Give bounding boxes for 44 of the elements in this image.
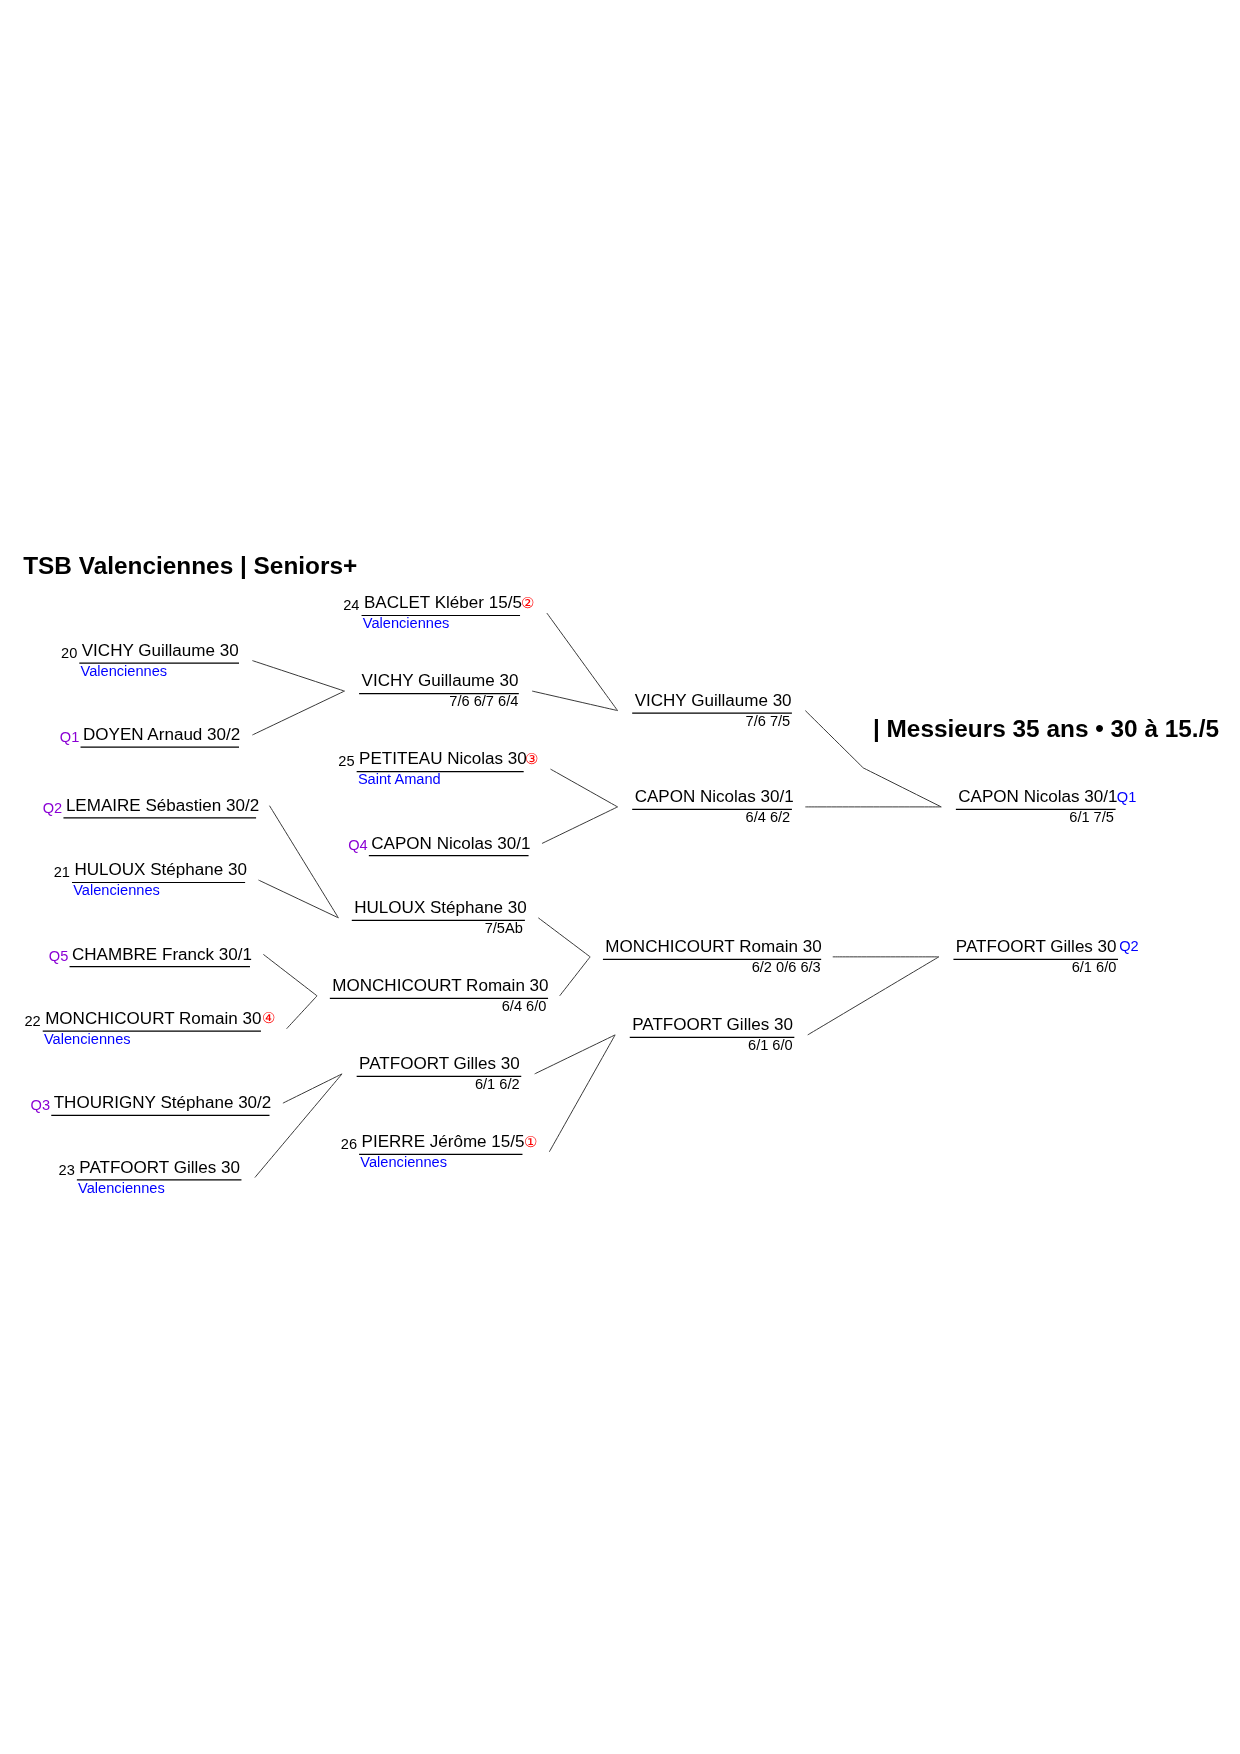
- node-text: 25 PETITEAU Nicolas 30③ Saint Amand: [338, 749, 538, 788]
- node-text: Q2 LEMAIRE Sébastien 30/2: [42, 795, 260, 816]
- connector: [251, 690, 345, 736]
- connector: [282, 1073, 343, 1104]
- connector: [832, 956, 940, 958]
- node-text: 23 PATFOORT Gilles 30 Valenciennes: [58, 1157, 241, 1196]
- connector: [251, 660, 345, 692]
- connector: [541, 806, 619, 844]
- node-text: VICHY Guillaume 30 7/6 7/5: [634, 690, 792, 729]
- connector: [269, 805, 339, 919]
- connector: [531, 690, 619, 712]
- node-text: CAPON Nicolas 30/1 6/4 6/2: [634, 787, 794, 826]
- node-text: Q4 CAPON Nicolas 30/1: [348, 833, 531, 854]
- diagram-title: TSB Valenciennes | Seniors+: [23, 552, 358, 580]
- node-text: 20 VICHY Guillaume 30 Valenciennes: [61, 640, 239, 679]
- node-text: Q1 DOYEN Arnaud 30/2: [59, 725, 241, 745]
- connector: [254, 1073, 343, 1178]
- node-text: 26 PIERRE Jérôme 15/5① Valenciennes: [340, 1132, 537, 1171]
- node-text: CAPON Nicolas 30/1Q1 6/1 7/5: [958, 787, 1137, 826]
- connector: [559, 956, 591, 997]
- connector: [534, 1034, 616, 1075]
- node-text: 21 HULOUX Stéphane 30 Valenciennes: [53, 860, 247, 899]
- connector: [550, 768, 619, 808]
- connector: [804, 806, 942, 808]
- node-text: PATFOORT Gilles 30 Q2 6/1 6/0: [955, 937, 1139, 976]
- label: | Messieurs 35 ans • 30 à 15./5: [872, 715, 1219, 743]
- node-text: Q3 THOURIGNY Stéphane 30/2: [30, 1093, 272, 1113]
- connector: [286, 995, 318, 1030]
- connector: [537, 917, 591, 958]
- node-text: Q5 CHAMBRE Franck 30/1: [48, 944, 252, 965]
- connector: [548, 1034, 616, 1153]
- node-text: MONCHICOURT Romain 30 6/4 6/0: [332, 976, 549, 1015]
- node-text: MONCHICOURT Romain 30 6/2 0/6 6/3: [605, 937, 822, 976]
- node-text: 22 MONCHICOURT Romain 30④ Valenciennes: [24, 1009, 276, 1048]
- node-text: PATFOORT Gilles 30 6/1 6/0: [632, 1015, 793, 1054]
- connector: [262, 953, 318, 997]
- node-text: VICHY Guillaume 30 7/6 6/7 6/4: [361, 671, 519, 710]
- connector: [804, 710, 942, 808]
- node-text: PATFOORT Gilles 30 6/1 6/2: [359, 1054, 520, 1093]
- node-text: 24 BACLET Kléber 15/5② Valenciennes: [343, 593, 535, 632]
- connector: [807, 956, 940, 1036]
- node-text: HULOUX Stéphane 30 7/5Ab: [354, 898, 527, 937]
- connector: [258, 879, 339, 919]
- connector: [546, 612, 619, 712]
